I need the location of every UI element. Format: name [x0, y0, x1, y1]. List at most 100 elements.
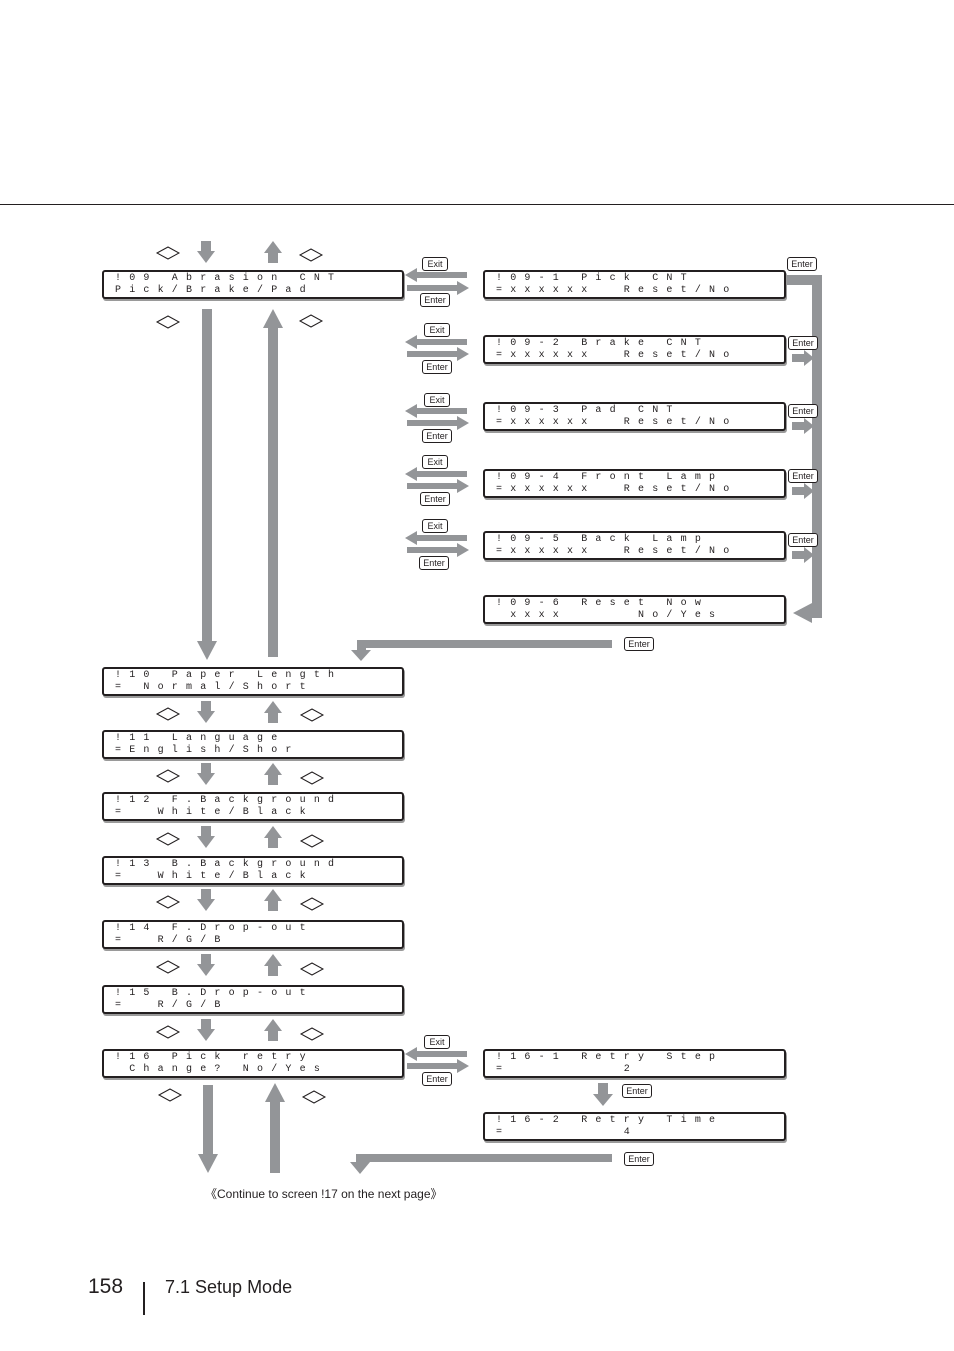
lcd-line-1: !09-4 Front Lamp — [496, 472, 724, 483]
return-line-to-17 — [350, 1154, 612, 1174]
lcd-line-1: !15 B.Drop-out — [115, 988, 314, 999]
left-arrow-icon — [405, 335, 467, 349]
lcd-screen-09-4: !09-4 Front Lamp=xxxxxx Reset/No — [483, 469, 786, 498]
lcd-line-2: =xxxxxx Reset/No — [496, 285, 738, 296]
lcd-line-1: !14 F.Drop-out — [115, 923, 314, 934]
down-arrow-icon — [197, 701, 215, 723]
enter-key-label: Enter — [422, 360, 452, 374]
lcd-screen-16-1: !16-1 Retry Step= 2 — [483, 1049, 786, 1078]
diamond-key-icon — [155, 1025, 181, 1039]
long-down-arrow — [197, 309, 217, 660]
down-arrow-16 — [593, 1083, 613, 1106]
down-arrow-icon — [197, 954, 215, 976]
enter-key-label: Enter — [419, 556, 449, 570]
right-arrow-icon — [407, 416, 469, 430]
right-arrow-icon — [407, 281, 469, 295]
diamond-key-icon — [155, 315, 181, 329]
lcd-line-1: !09-2 Brake CNT — [496, 338, 710, 349]
bottom-down-arrow — [198, 1085, 218, 1173]
page-number: 158 — [88, 1275, 124, 1298]
exit-key-label: Exit — [424, 1035, 450, 1049]
enter-key-label: Enter — [788, 336, 818, 350]
diamond-key-icon — [298, 248, 324, 262]
lcd-screen-16: !16 Pick retry Change? No/Yes — [102, 1049, 404, 1078]
lcd-line-1: !16-1 Retry Step — [496, 1052, 724, 1063]
enter-key-label: Enter — [420, 492, 450, 506]
lcd-screen-09-2: !09-2 Brake CNT=xxxxxx Reset/No — [483, 335, 786, 364]
left-arrow-icon — [405, 531, 467, 545]
enter-key-label: Enter — [788, 533, 818, 547]
lcd-line-1: !09 Abrasion CNT — [115, 273, 343, 284]
lcd-line-1: !10 Paper Length — [115, 670, 343, 681]
lcd-screen-09-5: !09-5 Back Lamp=xxxxxx Reset/No — [483, 531, 786, 560]
diamond-key-icon — [299, 962, 325, 976]
left-arrow-icon — [405, 268, 467, 282]
diamond-key-icon — [299, 1027, 325, 1041]
enter-key-label: Enter — [787, 257, 817, 271]
lcd-line-1: !09-6 Reset Now — [496, 598, 710, 609]
down-arrow-icon — [197, 889, 215, 911]
lcd-line-1: !09-1 Pick CNT — [496, 273, 695, 284]
diamond-key-icon — [299, 708, 325, 722]
diamond-key-icon — [155, 960, 181, 974]
up-arrow-icon — [264, 701, 282, 723]
right-arrow-icon — [407, 1059, 469, 1073]
header-rule — [0, 204, 954, 205]
lcd-screen-13: !13 B.Background= White/Black — [102, 856, 404, 885]
return-line-to-10 — [351, 640, 612, 661]
small-right-arrow-icon — [792, 547, 814, 563]
enter-key-label: Enter — [420, 293, 450, 307]
enter-key-label: Enter — [422, 429, 452, 443]
small-right-arrow-icon — [792, 483, 814, 499]
lcd-line-1: !11 Language — [115, 733, 286, 744]
left-arrow-icon — [405, 404, 467, 418]
diamond-key-icon — [299, 771, 325, 785]
right-arrow-icon — [407, 479, 469, 493]
up-arrow-icon — [264, 889, 282, 911]
enter-key-label: Enter — [624, 637, 654, 651]
lcd-screen-14: !14 F.Drop-out= R/G/B — [102, 920, 404, 949]
lcd-screen-15: !15 B.Drop-out= R/G/B — [102, 985, 404, 1014]
small-right-arrow-icon — [792, 350, 814, 366]
lcd-line-2: = R/G/B — [115, 935, 229, 946]
lcd-line-2: =xxxxxx Reset/No — [496, 546, 738, 557]
long-up-arrow — [263, 309, 283, 657]
down-arrow-icon — [197, 241, 215, 263]
up-arrow-icon — [264, 241, 282, 263]
diamond-key-icon — [155, 769, 181, 783]
up-arrow-icon — [264, 1019, 282, 1041]
lcd-line-2: = R/G/B — [115, 1000, 229, 1011]
bottom-up-arrow — [265, 1083, 285, 1173]
diamond-key-icon — [155, 895, 181, 909]
lcd-line-2: = White/Black — [115, 807, 314, 818]
exit-key-label: Exit — [424, 323, 450, 337]
diamond-key-icon — [301, 1090, 327, 1104]
section-title: 7.1 Setup Mode — [165, 1277, 293, 1297]
diamond-key-icon — [298, 314, 324, 328]
right-arrow-icon — [407, 543, 469, 557]
lcd-line-2: =xxxxxx Reset/No — [496, 417, 738, 428]
lcd-screen-10: !10 Paper Length= Normal/Short — [102, 667, 404, 696]
lcd-line-2: =xxxxxx Reset/No — [496, 350, 738, 361]
up-arrow-icon — [264, 826, 282, 848]
lcd-line-1: !09-5 Back Lamp — [496, 534, 710, 545]
footer-divider — [143, 1282, 145, 1315]
up-arrow-icon — [264, 763, 282, 785]
small-right-arrow-icon — [792, 418, 814, 434]
lcd-line-2: =English/Shor — [115, 745, 300, 756]
left-arrow-icon — [405, 1047, 467, 1061]
lcd-line-2: = White/Black — [115, 871, 314, 882]
lcd-line-2: Pick/Brake/Pad — [115, 285, 314, 296]
lcd-line-1: !09-3 Pad CNT — [496, 405, 681, 416]
exit-key-label: Exit — [424, 393, 450, 407]
diamond-key-icon — [155, 246, 181, 260]
lcd-line-1: !16-2 Retry Time — [496, 1115, 724, 1126]
lcd-line-1: !12 F.Background — [115, 795, 343, 806]
lcd-screen-12: !12 F.Background= White/Black — [102, 792, 404, 821]
lcd-line-1: !13 B.Background — [115, 859, 343, 870]
diamond-key-icon — [157, 1088, 183, 1102]
diamond-key-icon — [299, 897, 325, 911]
enter-key-label: Enter — [624, 1152, 654, 1166]
